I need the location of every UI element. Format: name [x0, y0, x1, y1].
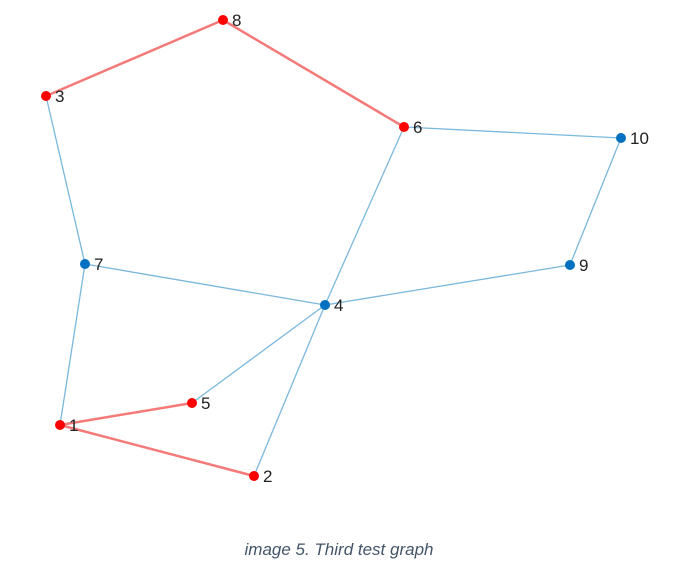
- node-2: [249, 471, 259, 481]
- node-3: [41, 91, 51, 101]
- node-label-7: 7: [94, 255, 103, 274]
- node-6: [399, 122, 409, 132]
- node-label-4: 4: [334, 296, 343, 315]
- edge-6-10: [403, 126, 622, 139]
- edge-3-8: [45, 18, 224, 98]
- edge-1-2: [59, 423, 255, 478]
- node-label-8: 8: [232, 11, 241, 30]
- edge-9-4: [324, 264, 571, 306]
- node-4: [320, 300, 330, 310]
- edge-10-9: [569, 137, 622, 266]
- node-label-6: 6: [413, 118, 422, 137]
- edge-7-1: [59, 263, 86, 426]
- node-10: [616, 133, 626, 143]
- node-9: [565, 260, 575, 270]
- node-label-2: 2: [263, 467, 272, 486]
- node-label-10: 10: [630, 129, 649, 148]
- node-label-1: 1: [69, 416, 78, 435]
- node-label-9: 9: [579, 256, 588, 275]
- node-layer: 1 2 3 4 5 6 7 8 9 10: [41, 11, 649, 486]
- edge-6-4: [324, 126, 405, 306]
- node-5: [187, 398, 197, 408]
- node-7: [80, 259, 90, 269]
- node-8: [218, 15, 228, 25]
- node-label-5: 5: [201, 394, 210, 413]
- edge-4-2: [253, 304, 326, 477]
- edge-1-5: [59, 401, 193, 427]
- edge-layer: [45, 18, 622, 478]
- edge-8-6: [222, 18, 405, 129]
- figure-caption: image 5. Third test graph: [244, 540, 434, 559]
- edge-3-7: [45, 95, 86, 265]
- node-label-3: 3: [55, 87, 64, 106]
- node-1: [55, 420, 65, 430]
- edge-7-4: [84, 263, 326, 306]
- edge-4-5: [191, 304, 326, 404]
